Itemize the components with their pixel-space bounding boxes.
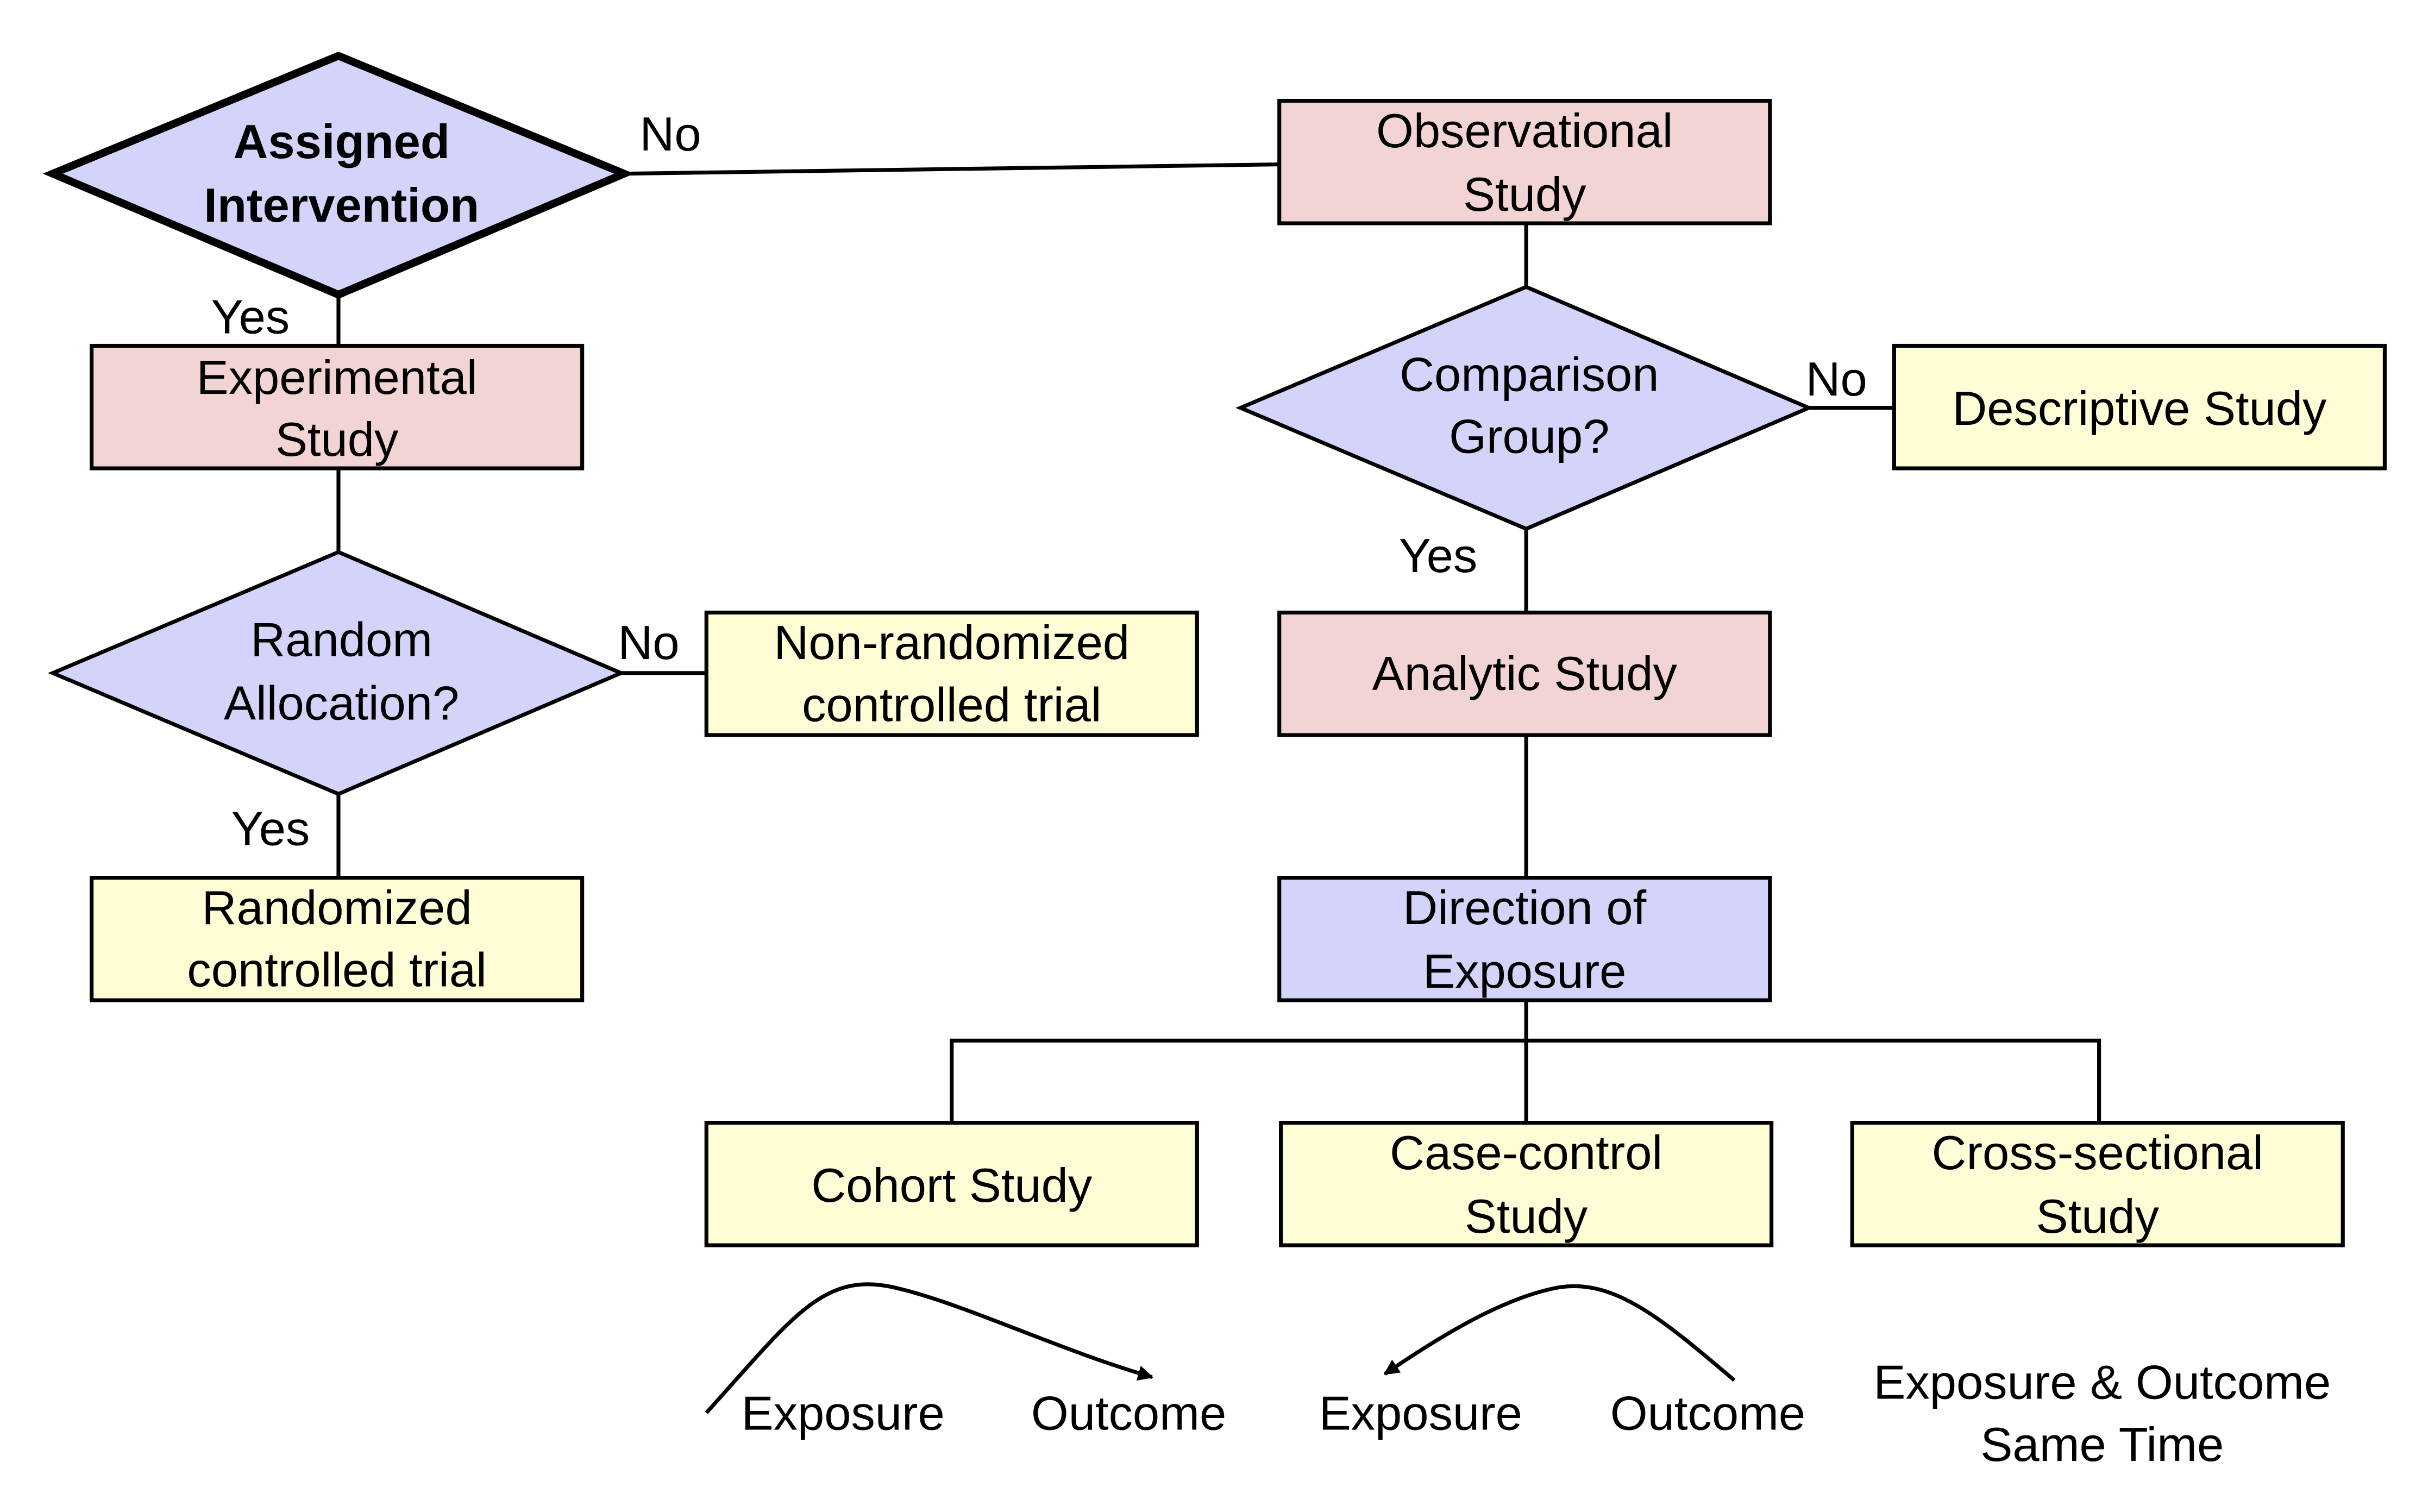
node-label: Non-randomized: [774, 616, 1130, 669]
edge-label-yes: Yes: [1399, 529, 1477, 582]
node-label: Intervention: [204, 178, 479, 232]
node-label: Cohort Study: [811, 1158, 1093, 1212]
box-shape: [704, 610, 1199, 737]
node-label: Observational: [1376, 104, 1673, 158]
exposure-label: Exposure: [1319, 1386, 1522, 1440]
same-time-label: Same Time: [1980, 1417, 2224, 1471]
box-randomized-controlled-trial: Randomized controlled trial: [90, 875, 585, 1002]
outcome-label: Outcome: [1031, 1386, 1226, 1440]
node-label: Study: [2036, 1189, 2159, 1243]
box-descriptive-study: Descriptive Study: [1892, 343, 2387, 470]
edge-assigned-to-observational: [624, 162, 1279, 176]
box-observational-study: Observational Study: [1277, 98, 1772, 225]
edge-direction-branches: [950, 1038, 2101, 1123]
box-shape: [90, 343, 585, 470]
box-direction-of-exposure: Direction of Exposure: [1277, 875, 1772, 1002]
box-cross-sectional-study: Cross-sectional Study: [1850, 1120, 2345, 1247]
diamond-shape: [48, 550, 626, 796]
direction-note-cross-sectional: Exposure & Outcome Same Time: [1873, 1356, 2331, 1471]
edge-label-yes: Yes: [231, 802, 310, 856]
direction-note-cohort: Exposure Outcome: [705, 1282, 1226, 1440]
box-shape: [1850, 1120, 2345, 1247]
exposure-label: Exposure: [742, 1386, 945, 1440]
box-shape: [1277, 98, 1772, 225]
node-label: controlled trial: [802, 677, 1101, 731]
diamond-shape: [42, 52, 635, 299]
node-label: Descriptive Study: [1952, 381, 2327, 435]
node-label: Randomized: [202, 881, 472, 934]
direction-note-case-control: Exposure Outcome: [1319, 1284, 1805, 1440]
backward-arrow-icon: [1383, 1284, 1736, 1382]
edge-label-no: No: [639, 107, 701, 161]
box-shape: [1279, 1120, 1774, 1247]
same-time-label: Exposure & Outcome: [1873, 1356, 2331, 1409]
box-shape: [1277, 875, 1772, 1002]
node-label: Study: [275, 412, 399, 466]
connectors: [336, 162, 2101, 1123]
diamond-shape: [1235, 285, 1814, 531]
box-shape: [1277, 610, 1772, 737]
node-label: Exposure: [1423, 944, 1626, 998]
edge-label-no: No: [618, 616, 679, 669]
decision-assigned-intervention: Assigned Intervention: [42, 52, 635, 299]
box-analytic-study: Analytic Study: [1277, 610, 1772, 737]
outcome-label: Outcome: [1610, 1386, 1805, 1440]
decision-comparison-group: Comparison Group?: [1235, 285, 1814, 531]
box-shape: [90, 875, 585, 1002]
edge-label-no: No: [1805, 352, 1867, 406]
node-label: Study: [1465, 1189, 1588, 1243]
box-experimental-study: Experimental Study: [90, 343, 585, 470]
node-label: Direction of: [1403, 881, 1646, 934]
box-cohort-study: Cohort Study: [704, 1120, 1199, 1247]
forward-arrow-icon: [705, 1282, 1154, 1414]
node-label: Study: [1463, 167, 1586, 221]
node-label: Comparison: [1400, 347, 1659, 401]
node-label: Case-control: [1390, 1126, 1662, 1180]
node-label: Random: [250, 612, 432, 666]
node-label: Cross-sectional: [1932, 1126, 2263, 1180]
decision-random-allocation: Random Allocation?: [48, 550, 626, 796]
node-label: Assigned: [233, 115, 450, 168]
box-case-control-study: Case-control Study: [1279, 1120, 1774, 1247]
node-label: Allocation?: [224, 676, 459, 730]
node-label: Group?: [1449, 410, 1609, 463]
box-shape: [704, 1120, 1199, 1247]
box-non-randomized-controlled-trial: Non-randomized controlled trial: [704, 610, 1199, 737]
node-label: controlled trial: [187, 943, 486, 996]
box-shape: [1892, 343, 2387, 470]
edge-label-yes: Yes: [211, 290, 290, 344]
node-label: Experimental: [197, 350, 478, 404]
node-label: Analytic Study: [1372, 647, 1678, 700]
